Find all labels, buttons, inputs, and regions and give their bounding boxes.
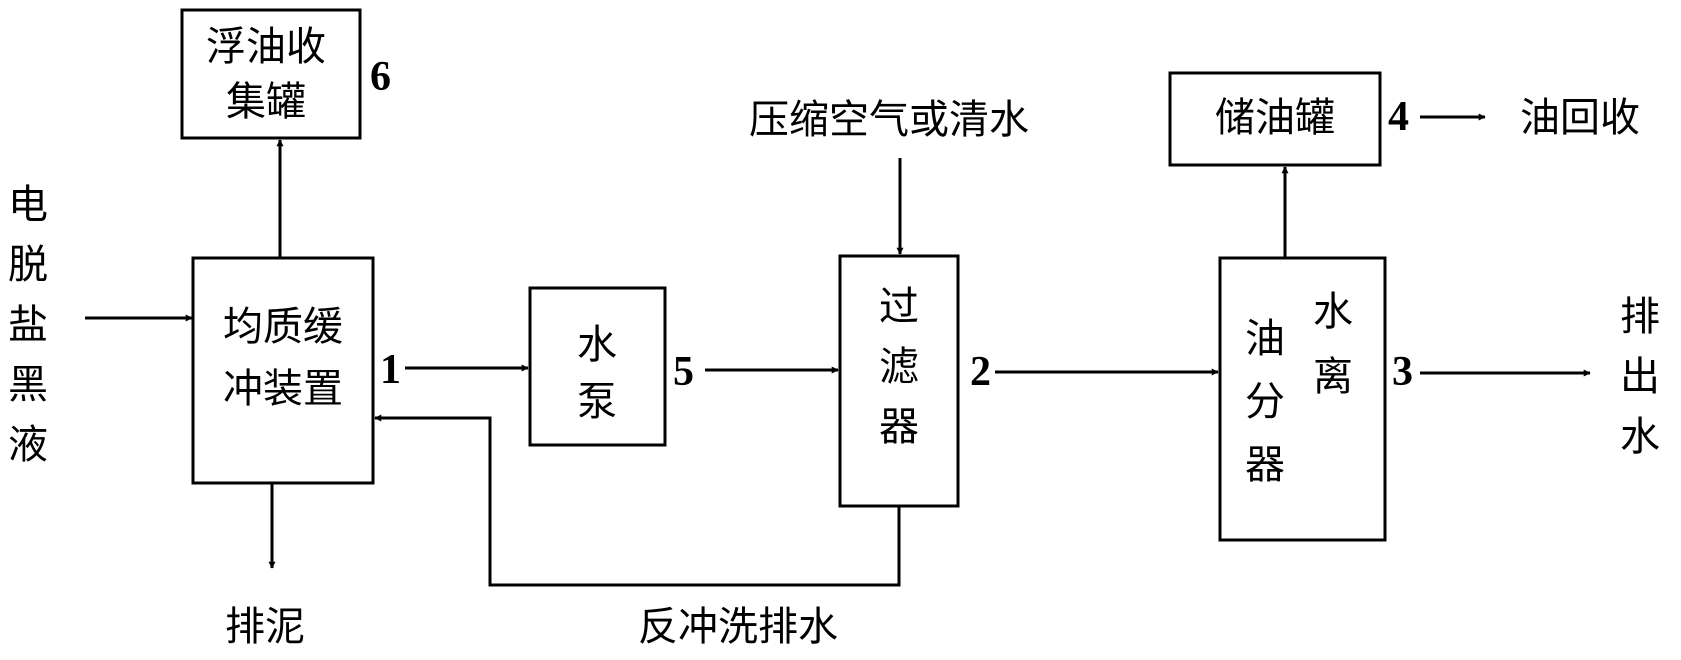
discharge-water-label: 排 出 水 <box>1620 294 1660 460</box>
separator-number: 3 <box>1392 349 1413 395</box>
filter-number: 2 <box>970 349 991 395</box>
oil-storage-tank-number: 4 <box>1388 94 1409 140</box>
filter-label-1: 过 <box>879 284 919 330</box>
svg-text:水: 水 <box>1620 414 1660 460</box>
air-water-label: 压缩空气或清水 <box>749 97 1029 143</box>
separator-char-oil: 油 <box>1245 316 1285 362</box>
svg-text:液: 液 <box>8 422 48 468</box>
oil-storage-tank-box <box>1168 71 1382 167</box>
separator-char-divide: 分 <box>1245 379 1285 425</box>
svg-text:排: 排 <box>1620 294 1660 340</box>
separator-char-water: 水 <box>1313 289 1353 335</box>
backwash-return-line <box>374 414 901 587</box>
filter-label-3: 器 <box>879 404 919 450</box>
buffer-device-box <box>191 256 375 485</box>
backwash-label: 反冲洗排水 <box>638 604 838 650</box>
sludge-label: 排泥 <box>225 604 305 650</box>
buffer-device-number: 1 <box>380 347 401 393</box>
filter-box <box>838 254 960 508</box>
svg-text:电: 电 <box>8 182 48 228</box>
float-oil-tank-number: 6 <box>370 54 391 100</box>
buffer-device-label-2: 冲装置 <box>223 366 343 412</box>
separator-char-leave: 离 <box>1313 354 1353 400</box>
buffer-device-label-1: 均质缓 <box>223 304 343 350</box>
svg-text:出: 出 <box>1620 354 1660 400</box>
oil-storage-tank-label: 储油罐 <box>1215 95 1335 141</box>
water-pump-number: 5 <box>673 349 694 395</box>
svg-text:黑: 黑 <box>8 362 48 408</box>
float-oil-tank-label-2: 集罐 <box>226 79 306 125</box>
input-label-black-liquor: 电 脱 盐 黑 液 <box>8 182 48 468</box>
water-pump-box <box>528 286 667 447</box>
float-oil-tank-label-1: 浮油收 <box>206 24 326 70</box>
oil-recovery-label: 油回收 <box>1520 95 1640 141</box>
water-pump-label-2: 泵 <box>577 379 617 425</box>
separator-char-device: 器 <box>1245 442 1285 488</box>
svg-text:盐: 盐 <box>8 302 48 348</box>
float-oil-tank-box <box>180 8 362 140</box>
oil-water-separator-box <box>1218 256 1387 542</box>
svg-text:脱: 脱 <box>8 242 48 288</box>
water-pump-label-1: 水 <box>577 322 617 368</box>
filter-label-2: 滤 <box>879 344 919 390</box>
